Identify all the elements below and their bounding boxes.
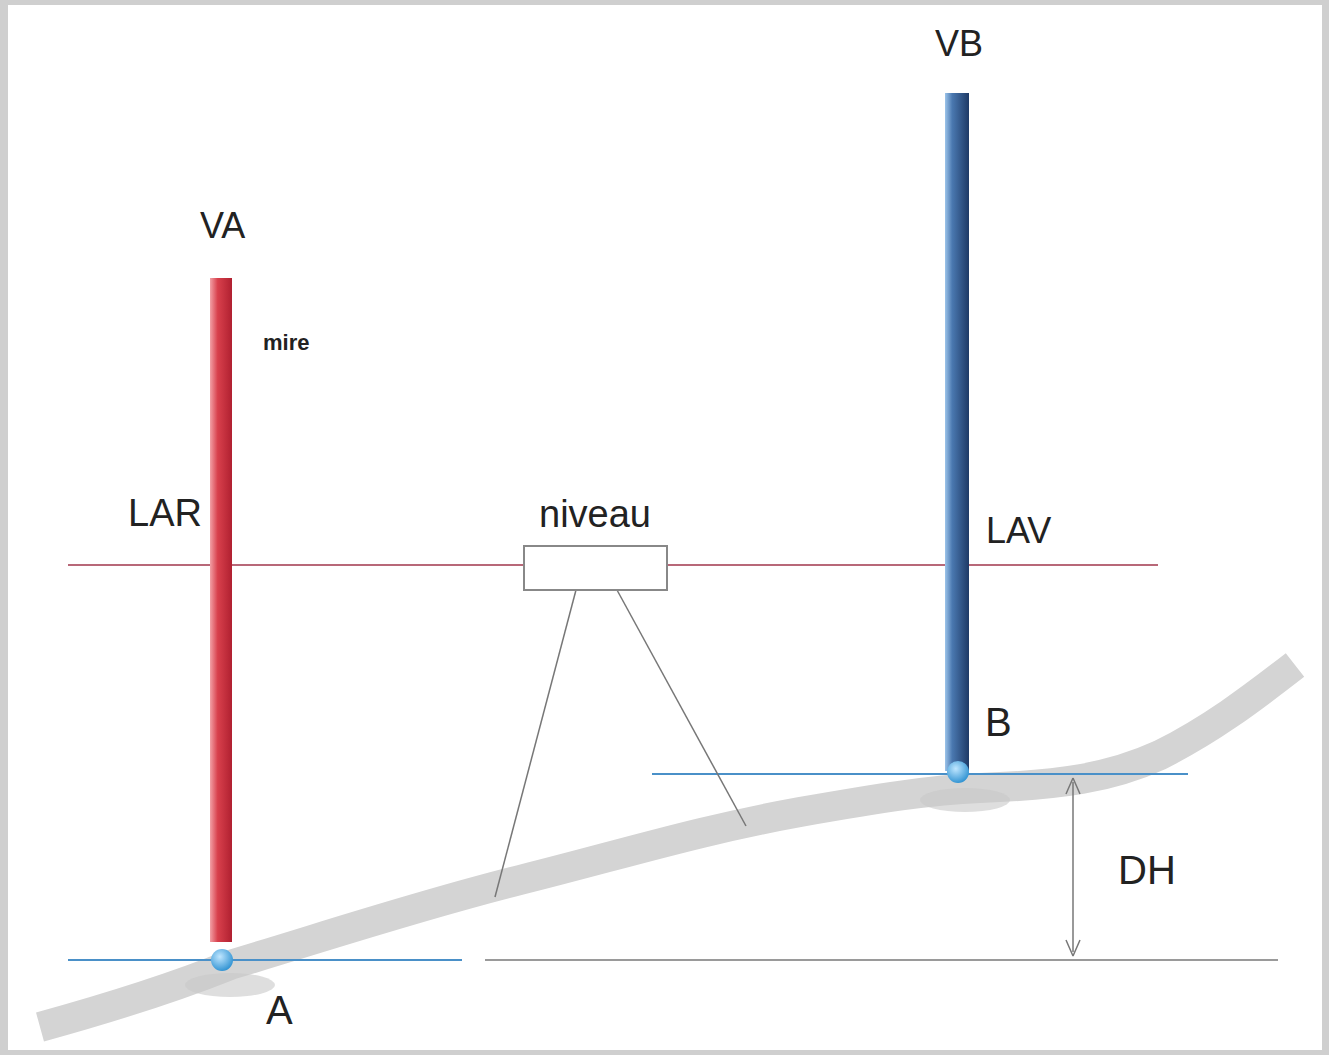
background-panel (8, 5, 1322, 1050)
point-label: DH (1118, 850, 1176, 890)
point-label: LAV (986, 513, 1051, 549)
point-label: LAR (128, 494, 202, 532)
instrument-label: niveau (523, 495, 668, 533)
staff-name: mire (263, 332, 309, 354)
instrument-body (523, 545, 668, 591)
point-label: VA (200, 208, 245, 244)
level-instrument: niveau (523, 495, 668, 591)
point-label: B (985, 702, 1012, 742)
point-label: A (266, 990, 293, 1030)
point-label: VB (935, 26, 983, 62)
